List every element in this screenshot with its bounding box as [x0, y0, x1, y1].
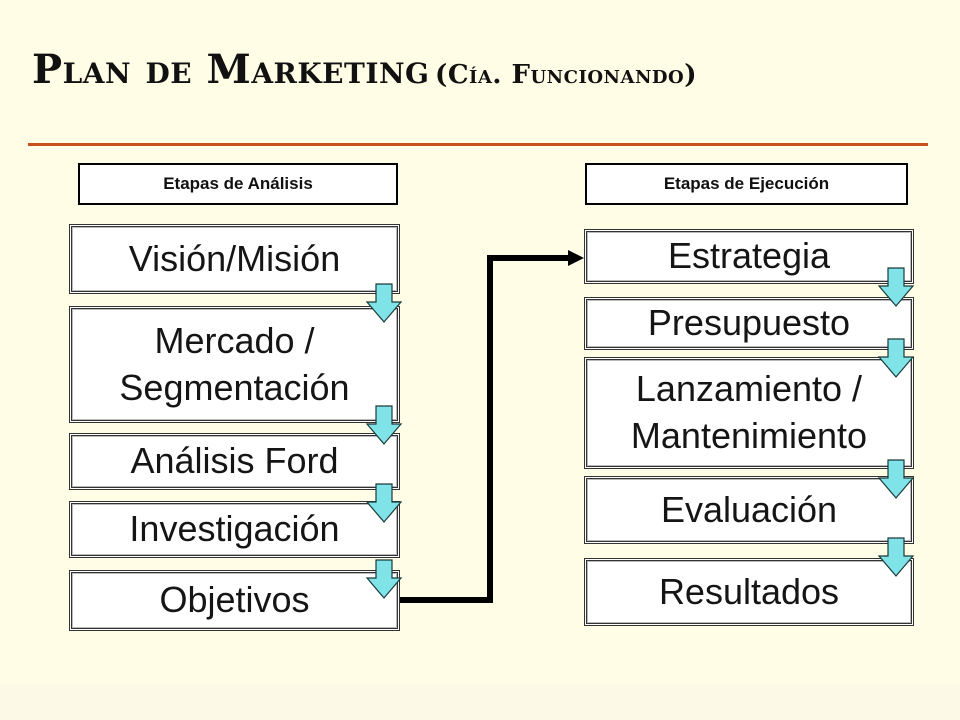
step-mercado-segmentacion: Mercado / Segmentación — [69, 306, 400, 423]
title-main: Plan de Marketing — [32, 46, 430, 93]
step-evaluacion: Evaluación — [584, 476, 914, 544]
step-analisis-ford: Análisis Ford — [69, 433, 400, 490]
connector-line — [400, 255, 570, 603]
analysis-header: Etapas de Análisis — [78, 163, 398, 205]
step-estrategia: Estrategia — [584, 229, 914, 284]
connector-arrowhead — [568, 250, 584, 266]
footer-band — [0, 684, 960, 720]
title-subtitle: (Cía. Funcionando) — [435, 60, 698, 90]
step-investigacion: Investigación — [69, 501, 400, 558]
down-arrow-icon — [366, 405, 402, 445]
down-arrow-icon — [366, 559, 402, 599]
title-divider — [28, 143, 928, 146]
step-resultados: Resultados — [584, 558, 914, 626]
step-vision-mision: Visión/Misión — [69, 224, 400, 294]
execution-header: Etapas de Ejecución — [585, 163, 908, 205]
down-arrow-icon — [878, 338, 914, 378]
step-objetivos: Objetivos — [69, 570, 400, 631]
step-presupuesto: Presupuesto — [584, 297, 914, 350]
down-arrow-icon — [366, 283, 402, 323]
down-arrow-icon — [878, 537, 914, 577]
step-lanzamiento-mantenimiento: Lanzamiento / Mantenimiento — [584, 357, 914, 469]
slide-title: Plan de Marketing (Cía. Funcionando) — [32, 50, 952, 90]
down-arrow-icon — [366, 483, 402, 523]
down-arrow-icon — [878, 459, 914, 499]
down-arrow-icon — [878, 267, 914, 307]
